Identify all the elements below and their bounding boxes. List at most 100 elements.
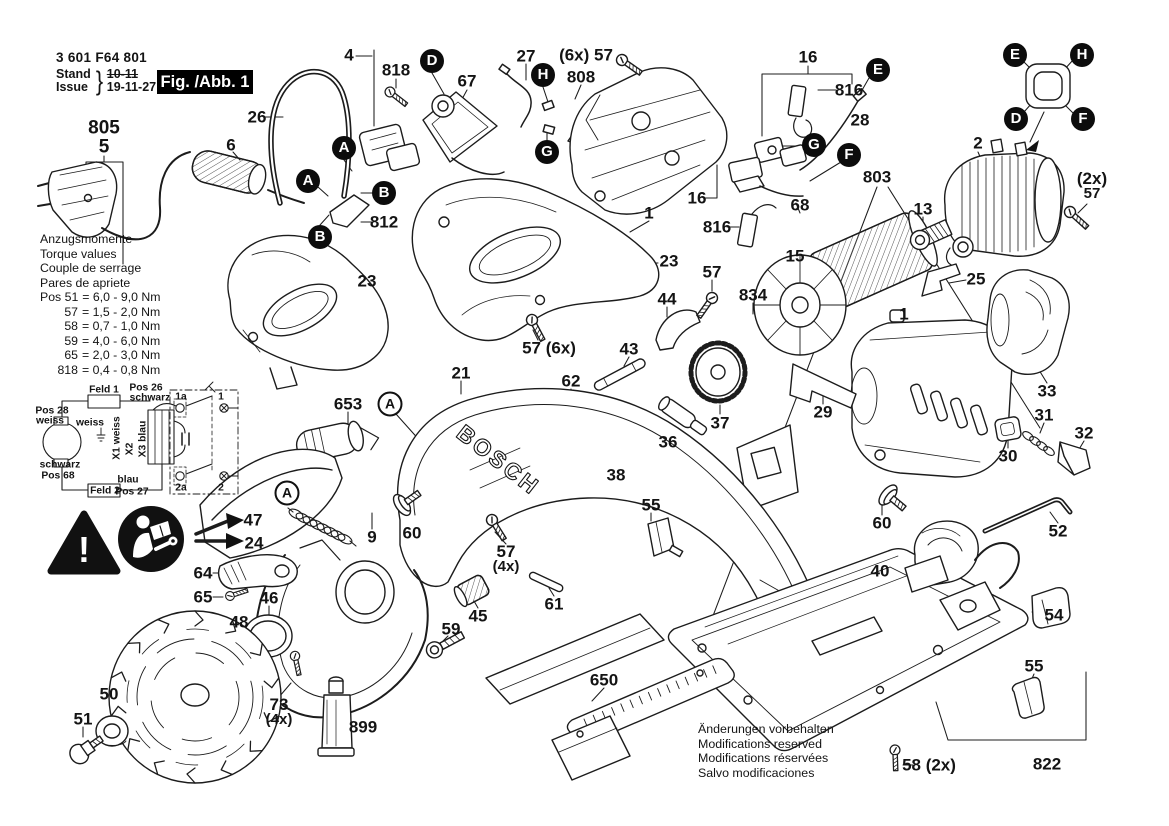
- part-label-57: 57: [702, 262, 722, 282]
- callout-letter-A: A: [377, 391, 403, 417]
- wiring-label: weiss: [35, 415, 65, 427]
- part-label-23: 23: [357, 271, 377, 291]
- part-label-59: 59: [441, 619, 461, 639]
- part-label-45: 45: [468, 606, 488, 626]
- callout-letter-B: B: [372, 181, 396, 205]
- part-lead-68: [759, 185, 804, 197]
- footer-note-line: Änderungen vorbehalten: [698, 722, 834, 736]
- part-electronics-67: [422, 91, 505, 176]
- screw-57-2x-icon: [1061, 203, 1092, 233]
- revision-old-value: 10-11: [106, 67, 139, 81]
- part-label-16: 16: [687, 188, 707, 208]
- part-label-68: 68: [790, 195, 810, 215]
- part-clamp-55-right: [1011, 676, 1045, 719]
- part-handle-cover-mid-23: [411, 178, 660, 342]
- part-armature-15: [753, 210, 974, 356]
- wiring-label: 1a: [175, 391, 187, 403]
- part-label-4: 4: [344, 45, 354, 65]
- part-knob-54: [1031, 586, 1071, 629]
- part-spring-47: [287, 507, 357, 547]
- part-label-28: 28: [850, 110, 870, 130]
- part-clamp-55-left: [647, 517, 684, 558]
- part-label-46: 46: [259, 588, 279, 608]
- revision-new-value: 19-11-27: [106, 80, 157, 94]
- part-label-65: 65: [193, 587, 213, 607]
- part-label-1: 1: [899, 304, 909, 324]
- part-label-60: 60: [872, 513, 892, 533]
- part-label-33: 33: [1037, 381, 1057, 401]
- part-switch-assembly: [358, 123, 421, 172]
- part-label-47: 47: [243, 510, 263, 530]
- screw-57-icon: [693, 289, 721, 321]
- figure-label: Fig. /Abb. 1: [157, 70, 253, 94]
- part-cord-tail: [267, 189, 305, 204]
- footer-note-line: Modifications reserved: [698, 736, 822, 751]
- wiring-label: Pos 27: [115, 486, 149, 498]
- part-label-816: 816: [834, 80, 864, 100]
- part-wire-28: [799, 88, 867, 171]
- wiring-label: Pos 28: [35, 405, 69, 417]
- part-label-32: 32: [1074, 423, 1094, 443]
- part-label-60: 60: [402, 523, 422, 543]
- part-handle-cover-left-23: [227, 234, 389, 390]
- wiring-label: Feld 2: [90, 485, 120, 497]
- torque-row: 57= 1,5 - 2,0 Nm: [64, 304, 161, 319]
- part-rip-fence-650: [485, 613, 735, 781]
- part-label-61: 61: [544, 594, 564, 614]
- part-label-57: 57(4x): [492, 542, 520, 575]
- wiring-label: Feld 1: [89, 384, 119, 396]
- part-label-805: 805: [88, 117, 120, 139]
- part-screw-60-right: [874, 481, 913, 519]
- callout-letter-H: H: [1070, 43, 1094, 67]
- part-plate-25: [921, 263, 961, 297]
- callout-letter-D: D: [420, 49, 444, 73]
- torque-row: 58= 0,7 - 1,0 Nm: [64, 319, 161, 333]
- part-label-37: 37: [710, 413, 730, 433]
- screw-57-6x-top-icon: [613, 51, 645, 79]
- part-upright-bracket: [736, 424, 799, 511]
- part-gear-37: [688, 340, 748, 404]
- part-baffle-29: [789, 363, 857, 409]
- callout-letter-F: F: [1071, 107, 1095, 131]
- part-label-822: 822: [1032, 754, 1062, 774]
- part-brush-holder-upper: [753, 136, 807, 167]
- callout-letter-D: D: [1004, 107, 1028, 131]
- part-label-818: 818: [381, 60, 411, 80]
- part-plug-805: [37, 161, 118, 238]
- reference-arrows: [194, 513, 244, 549]
- torque-row: 818= 0,4 - 0,8 Nm: [57, 362, 161, 377]
- part-label-67: 67: [457, 71, 477, 91]
- part-label-64: 64: [193, 563, 213, 583]
- callout-letter-F: F: [837, 143, 861, 167]
- part-label-808: 808: [566, 67, 596, 87]
- revision-label-old: Stand: [56, 67, 91, 81]
- part-button-30: [994, 416, 1022, 442]
- part-label-27: 27: [516, 46, 536, 66]
- revision-brace: }: [95, 65, 103, 96]
- wiring-label: 2a: [175, 482, 187, 494]
- grommet-arrowhead: [1026, 140, 1039, 152]
- part-clamp-lever-assembly: [939, 542, 1020, 631]
- revision-block: Stand Issue } 10-11 19-11-27: [56, 65, 157, 96]
- part-cord-sleeve-6: [191, 150, 267, 195]
- torque-title-line: Anzugsmomente: [40, 232, 133, 246]
- callout-letter-B: B: [308, 225, 332, 249]
- part-label-812: 812: [369, 212, 399, 232]
- part-clamp-flange-50: [95, 715, 129, 747]
- footer-note-line: Modifications réservées: [698, 751, 829, 766]
- part-label-38: 38: [606, 465, 626, 485]
- part-label-55: 55: [641, 495, 661, 515]
- part-stator-2: [943, 138, 1065, 267]
- callout-letter-A: A: [332, 136, 356, 160]
- part-link-44: [655, 309, 701, 351]
- part-label-51: 51: [73, 709, 93, 729]
- part-label--6x-57: (6x) 57: [559, 45, 613, 65]
- wiring-label: Pos 26: [129, 382, 163, 394]
- callout-letter-E: E: [866, 58, 890, 82]
- torque-title-line: Pares de apriete: [40, 275, 131, 290]
- part-label-834: 834: [738, 285, 768, 305]
- part-shaft-43: [593, 358, 646, 391]
